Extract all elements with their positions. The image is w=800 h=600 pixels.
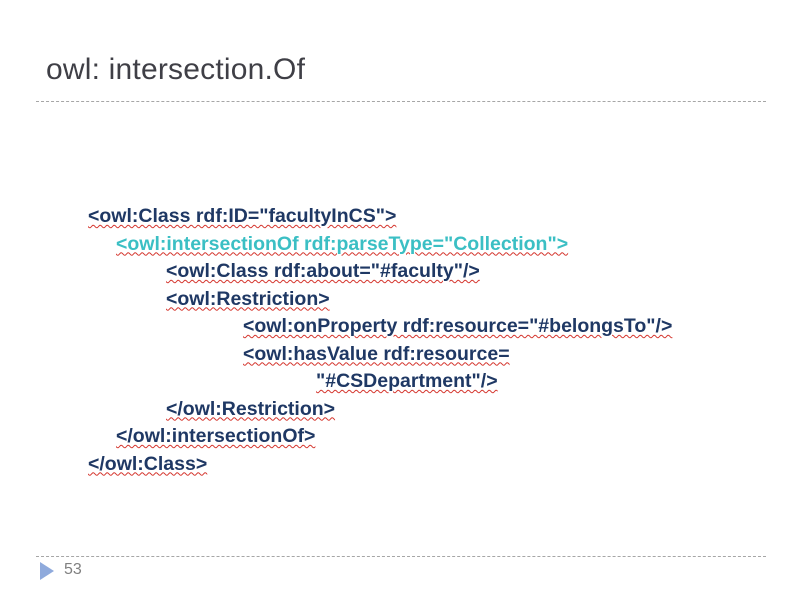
code-line-text: <owl:onProperty rdf:resource="#belongsTo…: [243, 315, 673, 337]
code-line: <owl:intersectionOf rdf:parseType="Colle…: [0, 231, 800, 259]
code-line-text: </owl:intersectionOf>: [116, 425, 316, 447]
code-line-text: <owl:Class rdf:about="#faculty"/>: [166, 260, 480, 282]
code-line: </owl:intersectionOf>: [0, 423, 800, 451]
code-line-text: </owl:Class>: [88, 452, 208, 475]
code-line: <owl:Class rdf:ID="facultyInCS">: [0, 203, 800, 231]
code-line: "#CSDepartment"/>: [0, 368, 800, 396]
divider-top: [36, 101, 766, 102]
code-line: </owl:Restriction>: [0, 396, 800, 424]
code-line: </owl:Class>: [0, 451, 800, 479]
divider-bottom: [36, 556, 766, 557]
triangle-right-icon: [40, 562, 54, 580]
code-line: <owl:Restriction>: [0, 286, 800, 314]
page-title: owl: intersection.Of: [46, 53, 306, 86]
code-line: <owl:Class rdf:about="#faculty"/>: [0, 258, 800, 286]
code-line: <owl:onProperty rdf:resource="#belongsTo…: [0, 313, 800, 341]
code-line-text: </owl:Restriction>: [166, 397, 336, 420]
code-line-text: <owl:Restriction>: [166, 287, 330, 310]
code-block: <owl:Class rdf:ID="facultyInCS"> <owl:int…: [0, 203, 800, 478]
code-line-text: <owl:hasValue rdf:resource=: [243, 342, 510, 365]
code-line-text: "#CSDepartment"/>: [316, 370, 498, 392]
code-line-text: <owl:intersectionOf rdf:parseType="Colle…: [116, 232, 569, 255]
code-line: <owl:hasValue rdf:resource=: [0, 341, 800, 369]
code-line-text: <owl:Class rdf:ID="facultyInCS">: [88, 205, 397, 227]
page-number: 53: [64, 561, 82, 578]
